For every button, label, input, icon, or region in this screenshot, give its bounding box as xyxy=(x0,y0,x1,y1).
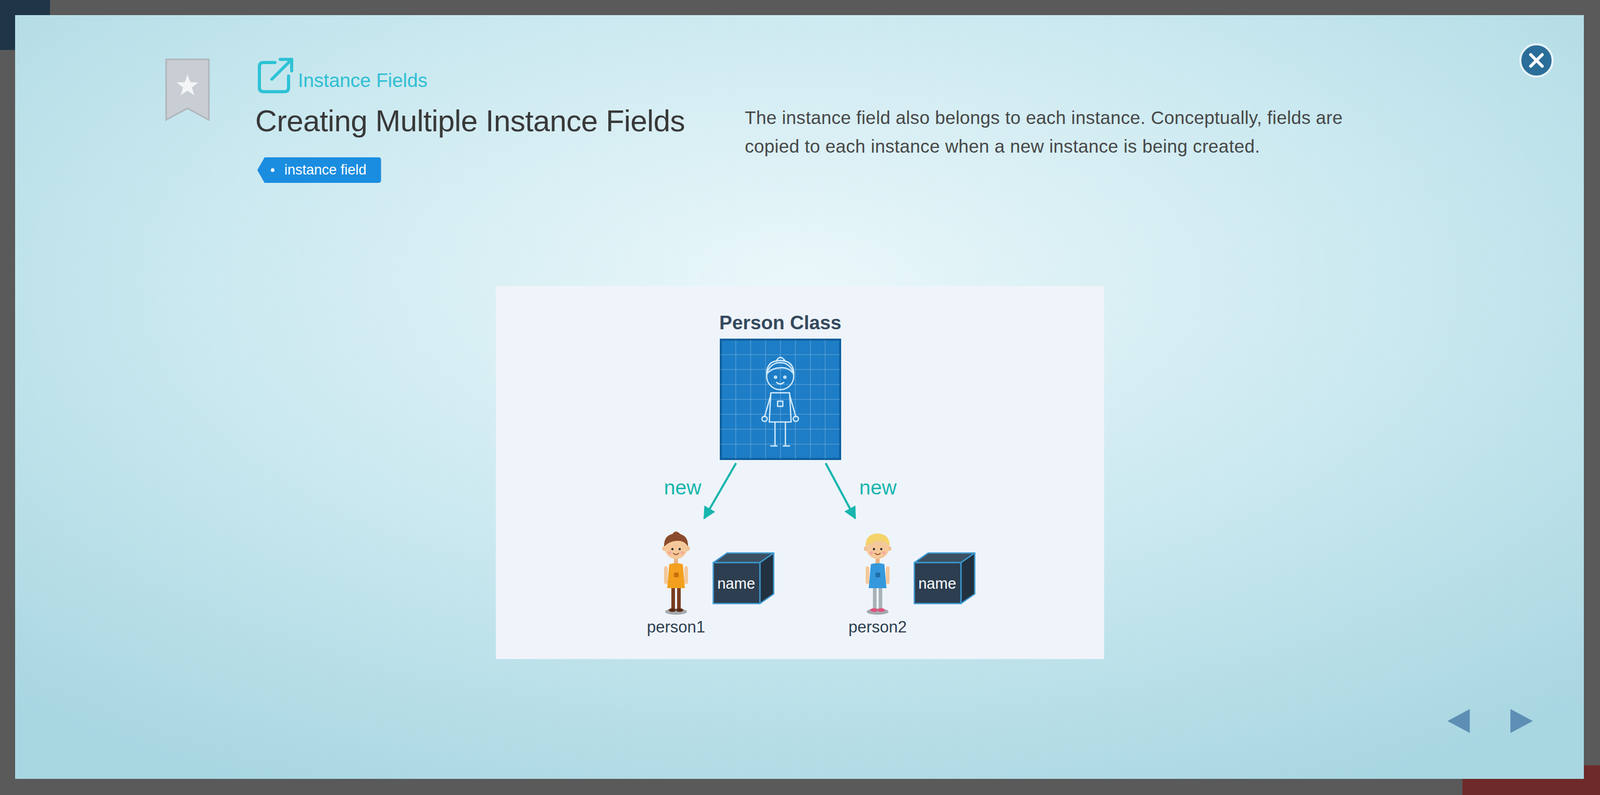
grid-line xyxy=(809,339,811,459)
figure-cheek xyxy=(882,551,886,555)
cube-side xyxy=(960,553,975,604)
figure-eye xyxy=(872,547,875,550)
description-text: The instance field also belongs to each … xyxy=(744,103,1396,161)
field-name: name xyxy=(712,575,760,593)
close-cross xyxy=(1530,54,1543,67)
field-box: name xyxy=(712,552,775,605)
figure-cheek xyxy=(869,551,873,555)
label-wrap: Instance Fields xyxy=(297,69,428,93)
figure-leg xyxy=(677,584,681,610)
figure-body xyxy=(769,392,792,422)
class-heading: Person Class xyxy=(719,311,842,335)
section-link-text: Instance Fields xyxy=(297,69,428,93)
ground-shadow xyxy=(866,608,889,615)
instantiation-arrow xyxy=(704,463,736,519)
figure-eye xyxy=(783,376,786,379)
bookmark-star xyxy=(176,74,199,96)
grid-line xyxy=(720,443,841,445)
figure-shirt xyxy=(667,563,685,589)
grid-line xyxy=(794,339,796,459)
next-arrow xyxy=(1510,708,1533,733)
edge-label: new xyxy=(857,476,899,499)
blueprint-figure xyxy=(761,357,799,446)
cube-side xyxy=(759,553,774,604)
figure-foot xyxy=(770,445,790,447)
title-wrap: Creating Multiple Instance Fields xyxy=(255,103,685,139)
figure-leg xyxy=(671,584,675,610)
figure-arm xyxy=(664,566,668,584)
figure-pocket xyxy=(875,572,881,578)
hair-tuft xyxy=(671,531,682,536)
person-instance: person2 xyxy=(848,518,907,637)
edge-label: new xyxy=(661,476,704,499)
modal-panel xyxy=(15,15,1584,779)
figure-shoe xyxy=(668,608,677,612)
figure-shoe xyxy=(877,608,885,612)
grid-line xyxy=(720,413,841,415)
figure-arm xyxy=(764,394,796,417)
figure-leg xyxy=(878,584,883,610)
person-instance: person1 xyxy=(646,518,706,637)
figure-hair xyxy=(766,357,794,374)
grid-line xyxy=(720,398,841,400)
hair-fringe xyxy=(867,535,881,544)
figure-mouth xyxy=(875,553,881,555)
modal-title: Creating Multiple Instance Fields xyxy=(255,103,685,139)
bookmark-ribbon xyxy=(166,59,209,120)
instantiation-arrow xyxy=(825,463,856,519)
figure-leg xyxy=(775,421,786,445)
figure-shirt xyxy=(868,563,887,589)
figure-head xyxy=(766,362,794,390)
class-blueprint: Person Class xyxy=(719,311,842,460)
figure-mouth xyxy=(673,553,679,555)
figure-arm xyxy=(885,566,890,584)
instance-label: person1 xyxy=(646,617,706,637)
close-button xyxy=(1520,44,1553,77)
figure-hair xyxy=(664,533,689,547)
field-name: name xyxy=(913,575,961,593)
grid-line xyxy=(824,339,826,459)
blueprint-sheet xyxy=(720,339,841,459)
person-figure xyxy=(854,518,901,616)
figure-cheek xyxy=(668,551,672,555)
figure-leg xyxy=(872,584,877,610)
prev-arrow xyxy=(1447,708,1470,733)
figure-pocket xyxy=(777,401,783,407)
figure-eye xyxy=(671,547,674,550)
figure-arm xyxy=(684,566,689,584)
figure-eye xyxy=(880,547,883,550)
figure-cheek xyxy=(680,551,684,555)
figure-hair xyxy=(865,533,890,547)
figure-hand xyxy=(761,416,768,422)
label-wrap: The instance field also belongs to each … xyxy=(744,103,1396,161)
figure-eye xyxy=(678,547,681,550)
external-link-arrow xyxy=(271,59,292,80)
figure-arm xyxy=(865,566,870,584)
tag-chip: instance field xyxy=(257,157,382,183)
figure-hand xyxy=(793,416,799,422)
grid-line xyxy=(720,428,841,430)
figure-mouth xyxy=(776,382,784,384)
figure-eye xyxy=(774,376,777,379)
ground-shadow xyxy=(665,608,687,615)
blueprint-art xyxy=(719,338,842,460)
person-figure xyxy=(653,518,699,616)
figure-pocket xyxy=(673,572,679,578)
label-wrap: instance field xyxy=(257,157,382,183)
figure-shoe xyxy=(870,608,878,612)
field-box: name xyxy=(913,552,976,605)
image-panel xyxy=(495,285,1105,659)
figure-shoe xyxy=(676,608,684,612)
instance-label: person2 xyxy=(848,617,907,637)
